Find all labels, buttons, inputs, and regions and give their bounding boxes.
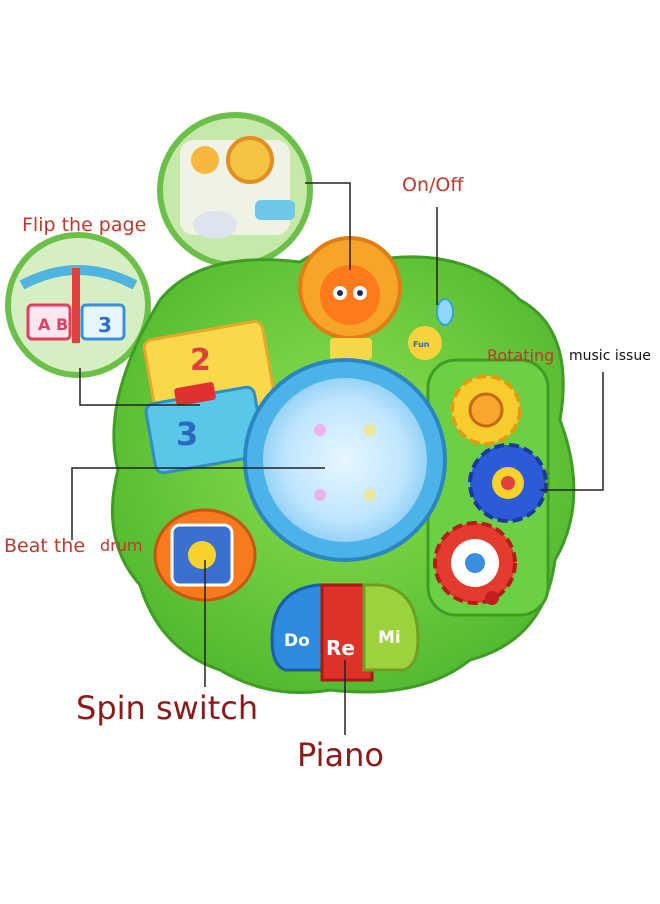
power-switch — [436, 298, 454, 326]
callout-lines — [71, 182, 604, 735]
inset-photo-left: A B 3 — [5, 232, 151, 378]
svg-text:3: 3 — [176, 415, 198, 453]
character-button — [298, 236, 402, 360]
piano-key-do-label: Do — [284, 631, 310, 651]
brand-badge: Fun — [408, 326, 442, 360]
label-rotating: Rotating — [487, 346, 555, 365]
svg-text:2: 2 — [190, 343, 211, 378]
gear-blue — [468, 443, 548, 523]
drum-pad — [243, 358, 447, 562]
inset-photo-top — [157, 112, 313, 268]
svg-text:3: 3 — [98, 313, 112, 337]
piano-key-re-label: Re — [326, 636, 355, 660]
flip-book: 2 3 — [142, 320, 278, 475]
label-music-issue: music issue — [569, 348, 651, 364]
gear-red — [433, 521, 517, 605]
piano-keys — [270, 583, 420, 682]
label-spin-switch: Spin switch — [76, 689, 259, 727]
label-drum: drum — [100, 536, 143, 555]
fish-spinner — [153, 508, 257, 602]
piano-key-mi-label: Mi — [378, 628, 401, 648]
label-beat-the: Beat the — [4, 535, 86, 557]
label-piano: Piano — [297, 736, 384, 774]
label-on-off: On/Off — [402, 174, 464, 196]
label-flip-the-page: Flip the page — [22, 214, 147, 236]
svg-text:Fun: Fun — [413, 340, 430, 349]
gear-yellow — [450, 374, 522, 446]
svg-text:A B: A B — [38, 315, 68, 334]
